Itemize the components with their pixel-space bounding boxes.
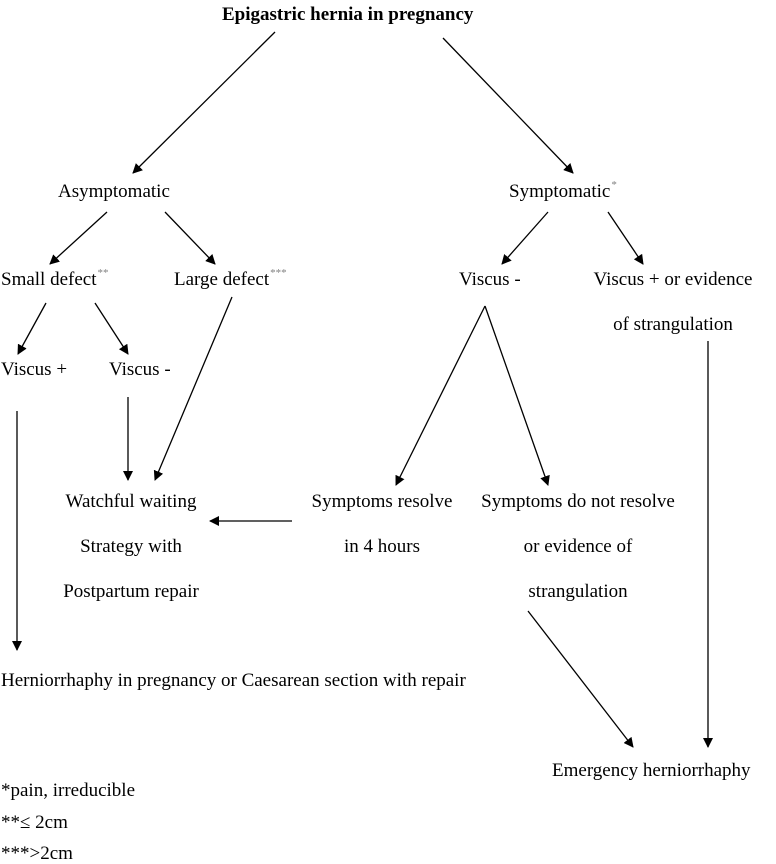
- footnote-mark-triple: ***: [270, 267, 287, 279]
- node-symptomatic-label: Symptomatic: [509, 181, 611, 202]
- node-emergency-herniorrhaphy: Emergency herniorrhaphy: [552, 760, 751, 781]
- node-viscus-minus-right: Viscus -: [459, 269, 521, 290]
- footnote-large: ***>2cm: [1, 843, 73, 864]
- arrow-symptomatic-to-viscus-minus: [501, 211, 549, 265]
- node-viscus-minus-left: Viscus -: [109, 359, 171, 380]
- arrow-title-to-symptomatic: [442, 37, 574, 174]
- node-viscus-plus-left: Viscus +: [1, 359, 68, 380]
- footnote-small: **≤ 2cm: [1, 812, 68, 833]
- node-viscus-plus-or-strangulation: Viscus + or evidence of strangulation: [584, 269, 762, 336]
- node-watchful-line1: Watchful waiting: [65, 491, 197, 512]
- node-watchful-waiting: Watchful waiting Strategy with Postpartu…: [50, 491, 212, 603]
- node-asymptomatic: Asymptomatic: [58, 181, 170, 202]
- footnote-mark-double: **: [97, 267, 109, 279]
- node-resolve-line2: in 4 hours: [344, 536, 420, 557]
- node-not-resolve-line2: or evidence of: [523, 536, 633, 557]
- node-not-resolve-line3: strangulation: [528, 581, 628, 602]
- node-symptoms-not-resolve: Symptoms do not resolve or evidence of s…: [470, 491, 686, 603]
- node-watchful-line3: Postpartum repair: [63, 581, 199, 602]
- arrow-viscus-minus-to-resolve: [395, 305, 486, 486]
- node-viscus-plus-line2: of strangulation: [613, 314, 733, 335]
- arrow-title-to-asymptomatic: [132, 31, 276, 174]
- node-herniorrhaphy: Herniorrhaphy in pregnancy or Caesarean …: [1, 670, 466, 691]
- arrow-small-defect-to-viscus-minus: [94, 302, 129, 355]
- arrow-large-defect-to-watchful: [153, 296, 233, 481]
- node-symptomatic: Symptomatic*: [509, 179, 617, 203]
- diagram-title: Epigastric hernia in pregnancy: [222, 4, 474, 25]
- arrow-asymptomatic-to-small-defect: [49, 211, 108, 265]
- node-viscus-plus-line1: Viscus + or evidence: [593, 269, 753, 290]
- arrow-small-defect-to-viscus-plus: [17, 302, 47, 355]
- node-not-resolve-line1: Symptoms do not resolve: [481, 491, 675, 512]
- footnote-pain: *pain, irreducible: [1, 780, 136, 801]
- node-small-defect: Small defect**: [1, 267, 109, 291]
- footnote-mark-single: *: [611, 179, 617, 191]
- arrow-viscus-minus-to-not-resolve: [484, 305, 550, 486]
- node-symptoms-resolve: Symptoms resolve in 4 hours: [302, 491, 462, 558]
- arrow-asymptomatic-to-large-defect: [164, 211, 216, 265]
- arrow-not-resolve-to-emergency: [527, 610, 634, 748]
- node-resolve-line1: Symptoms resolve: [311, 491, 453, 512]
- node-large-defect: Large defect***: [174, 267, 287, 291]
- arrow-symptomatic-to-viscus-plus: [607, 211, 644, 265]
- node-large-defect-label: Large defect: [174, 269, 270, 290]
- node-small-defect-label: Small defect: [1, 269, 97, 290]
- node-watchful-line2: Strategy with: [80, 536, 182, 557]
